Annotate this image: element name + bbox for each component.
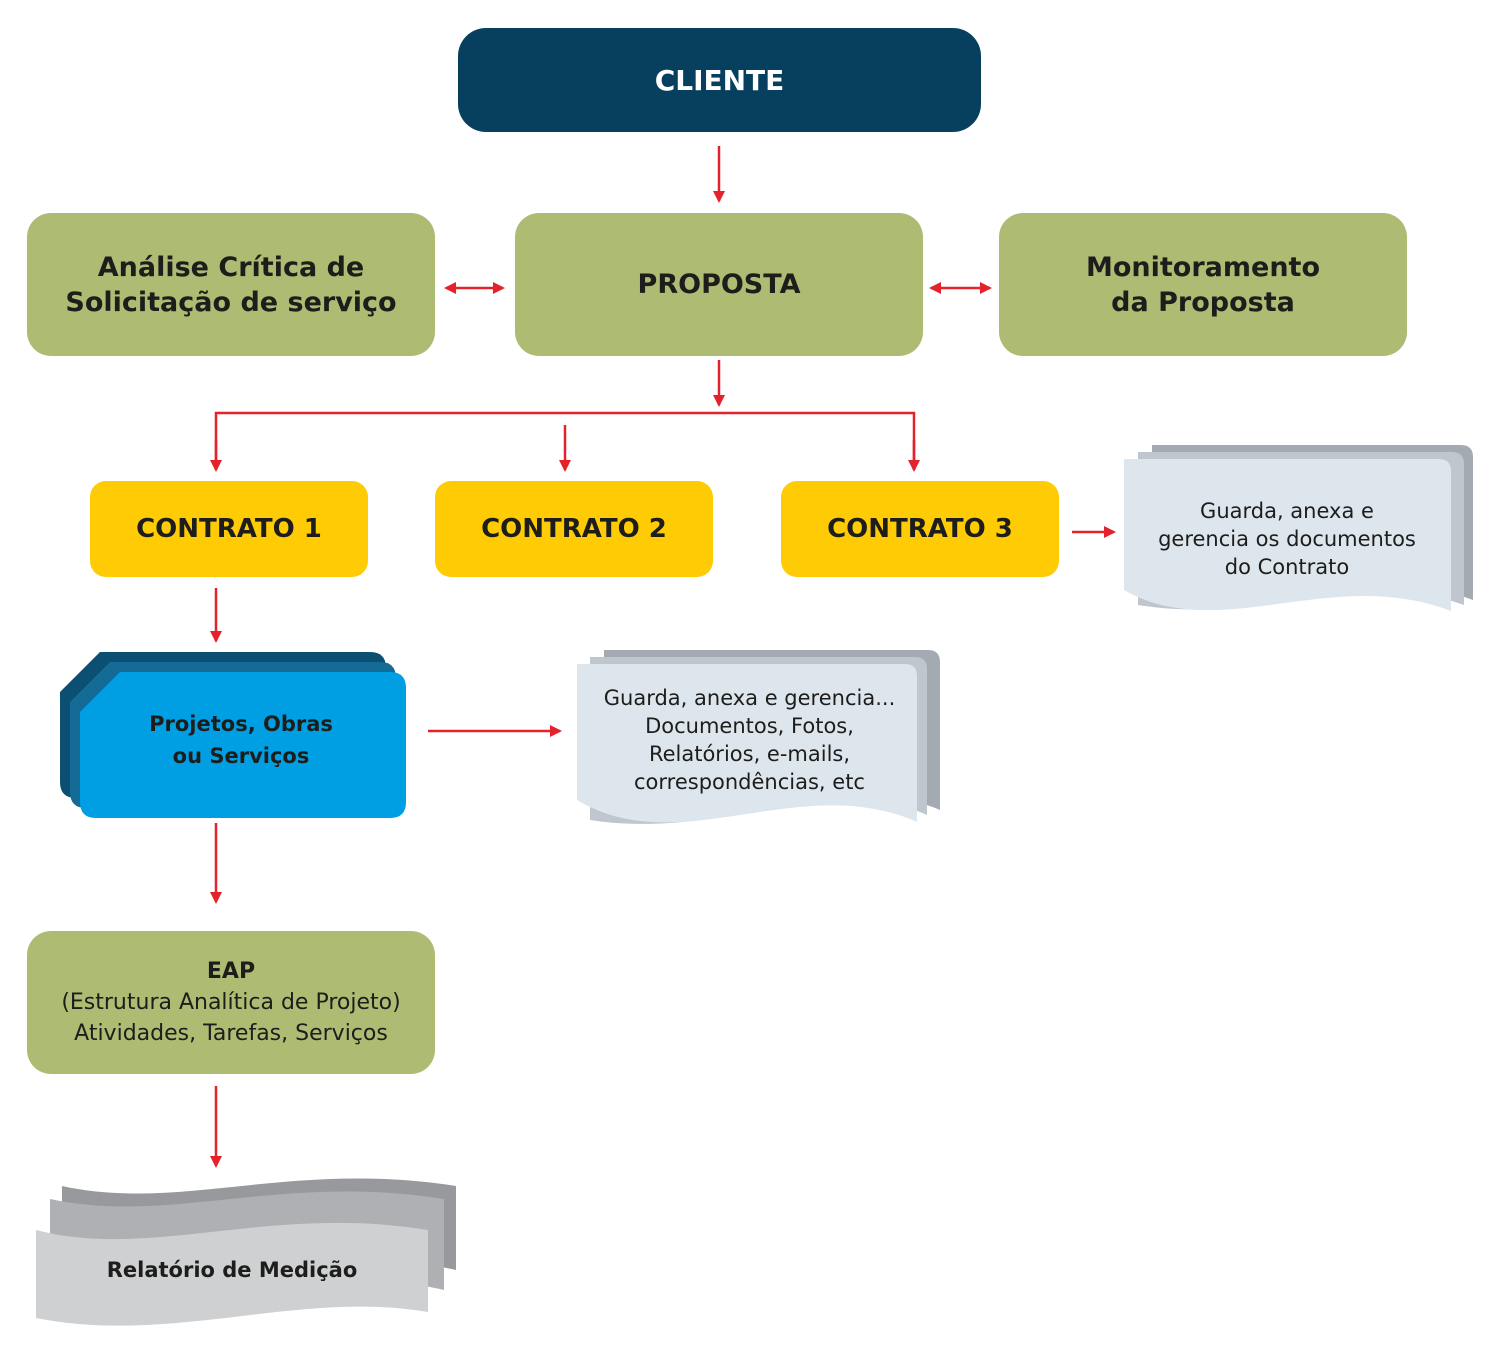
node-monitoramento-line-1: Monitoramento [1085, 251, 1320, 283]
node-contrato-2: CONTRATO 2 [435, 481, 713, 577]
node-eap-title: EAP [206, 959, 256, 984]
doc-projeto-line-3: Relatórios, e-mails, [648, 742, 851, 766]
relatorio-shape [36, 1178, 456, 1326]
node-cliente: CLIENTE [458, 28, 981, 132]
node-proposta-label: PROPOSTA [637, 269, 801, 300]
node-analise-critica: Análise Crítica de Solicitação de serviç… [27, 213, 435, 356]
doc-contrato-shape [1124, 445, 1473, 611]
doc-projeto-shape [577, 650, 940, 824]
node-contrato-1-label: CONTRATO 1 [136, 514, 322, 544]
node-relatorio-medicao: Relatório de Medição [36, 1245, 428, 1295]
node-eap-line-3: Atividades, Tarefas, Serviços [74, 1021, 388, 1046]
node-monitoramento: Monitoramento da Proposta [999, 213, 1407, 356]
node-cliente-label: CLIENTE [654, 63, 785, 97]
node-analise-line-1: Análise Crítica de [97, 251, 365, 283]
node-eap-line-2: (Estrutura Analítica de Projeto) [61, 990, 401, 1015]
node-contrato-2-label: CONTRATO 2 [481, 514, 667, 544]
node-contrato-3-label: CONTRATO 3 [827, 514, 1013, 544]
node-projetos-line-1: Projetos, Obras [149, 712, 333, 736]
node-contrato-1: CONTRATO 1 [90, 481, 368, 577]
node-proposta: PROPOSTA [515, 213, 923, 356]
node-projetos-line-2: ou Serviços [172, 744, 310, 768]
doc-contrato-line-2: gerencia os documentos [1158, 527, 1416, 551]
projetos-shape [60, 652, 406, 818]
node-monitoramento-line-2: da Proposta [1111, 286, 1295, 318]
doc-projeto-line-2: Documentos, Fotos, [645, 714, 854, 738]
node-analise-line-2: Solicitação de serviço [65, 286, 397, 318]
doc-projeto-line-4: correspondências, etc [634, 770, 865, 794]
doc-contrato-line-3: do Contrato [1224, 555, 1350, 579]
node-projetos: Projetos, Obras ou Serviços [78, 690, 404, 790]
doc-projeto-line-1: Guarda, anexa e gerencia... [603, 686, 896, 710]
node-eap: EAP (Estrutura Analítica de Projeto) Ati… [27, 931, 435, 1074]
node-relatorio-label: Relatório de Medição [106, 1258, 358, 1282]
node-doc-contrato: Guarda, anexa e gerencia os documentos d… [1125, 494, 1449, 584]
doc-contrato-line-1: Guarda, anexa e [1200, 499, 1374, 523]
node-contrato-3: CONTRATO 3 [781, 481, 1059, 577]
node-doc-projeto: Guarda, anexa e gerencia... Documentos, … [577, 680, 922, 800]
